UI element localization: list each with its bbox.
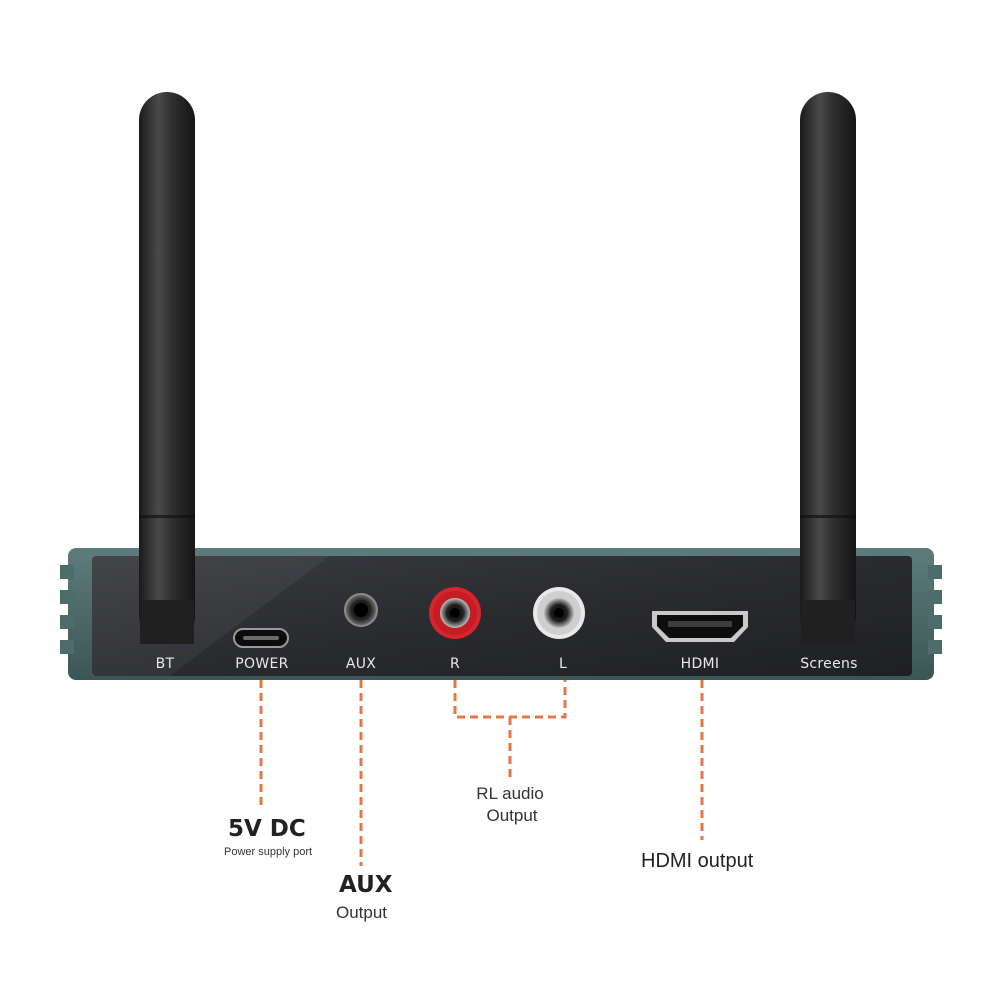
port-label-hdmi: HDMI [680, 656, 720, 672]
callout-rl-desc: Output [486, 806, 538, 825]
antenna-right [800, 92, 856, 644]
callout-aux-desc: Output [336, 903, 388, 922]
callout-lines [259, 680, 704, 866]
callout-hdmi-title: HDMI output [641, 850, 754, 872]
port-label-r: R [449, 656, 461, 672]
aux-jack [344, 593, 378, 627]
front-panel [92, 556, 912, 676]
port-label-aux: AUX [345, 656, 377, 672]
rca-left-jack [533, 587, 585, 639]
antenna-left [139, 92, 195, 644]
port-label-power: POWER [235, 656, 289, 672]
port-label-l: L [558, 656, 568, 672]
callout-rl-title: RL audio [476, 784, 544, 803]
callout-dc-title: 5V DC [228, 816, 306, 842]
hdmi-port [652, 611, 748, 642]
callout-dc-desc: Power supply port [224, 846, 313, 858]
port-label-bt: BT [155, 656, 175, 672]
usb-c-power-port [233, 628, 289, 648]
callout-aux-title: AUX [339, 872, 393, 898]
port-label-screens: Screens [800, 656, 858, 672]
rca-right-jack [429, 587, 481, 639]
